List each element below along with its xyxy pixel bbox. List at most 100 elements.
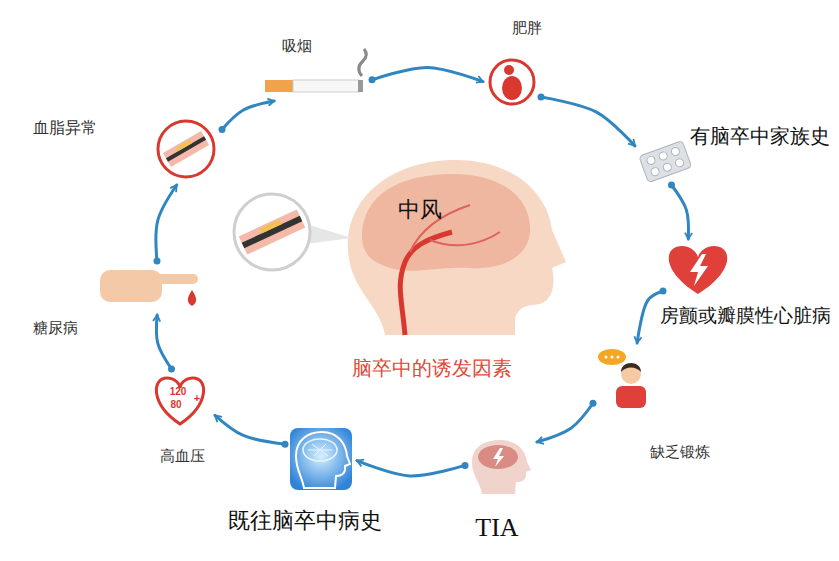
plaque xyxy=(260,220,282,234)
scan-brain xyxy=(303,439,337,461)
cycle-arrow xyxy=(637,291,663,343)
connector-dot xyxy=(369,76,376,83)
plaque xyxy=(176,140,192,151)
cycle-arrow xyxy=(541,97,635,146)
cycle-arrow xyxy=(157,315,172,369)
connector-dot xyxy=(668,182,675,189)
blood-pressure-value: 80 xyxy=(170,399,181,411)
cycle-arrow xyxy=(537,403,593,442)
heart-icon xyxy=(669,246,727,294)
magnifier xyxy=(234,194,310,270)
pill-pack xyxy=(639,141,692,183)
cigarette-icon xyxy=(265,49,366,92)
diagram-title: 脑卒中的诱发因素 xyxy=(352,357,512,380)
vessel-detail xyxy=(163,131,209,167)
scan-head xyxy=(296,432,350,488)
figure-body xyxy=(502,76,522,100)
bubble-dot xyxy=(617,356,620,359)
pill xyxy=(646,155,656,165)
heart xyxy=(669,246,727,294)
blood-pressure-icon xyxy=(156,378,203,424)
factor-label: 有脑卒中家族史 xyxy=(690,125,830,148)
tia-head xyxy=(472,440,531,494)
person-body xyxy=(616,386,646,408)
factor-node: 房颤或瓣膜性心脏病 xyxy=(668,244,728,296)
factor-label: 血脂异常 xyxy=(33,119,97,137)
artery xyxy=(400,232,452,335)
vessel-detail xyxy=(239,209,305,254)
callout-pointer xyxy=(306,224,352,244)
vessel-wall xyxy=(239,209,305,254)
bp-heart xyxy=(156,378,203,424)
cigarette-filter xyxy=(265,80,293,92)
person-head xyxy=(621,364,641,384)
factor-node: 有脑卒中家族史 xyxy=(640,142,688,180)
tia-brain xyxy=(478,445,518,469)
pill-pack-icon xyxy=(639,141,692,183)
factor-label: 糖尿病 xyxy=(33,319,78,336)
figure-head xyxy=(504,65,514,75)
blood-drop xyxy=(188,290,196,306)
brain-scan-icon xyxy=(290,428,352,490)
factor-label: 房颤或瓣膜性心脏病 xyxy=(660,305,831,327)
brain xyxy=(362,174,530,271)
factor-label: 缺乏锻炼 xyxy=(650,443,710,460)
connector-dot xyxy=(219,126,226,133)
vessel-lumen xyxy=(242,216,303,248)
connector-dot xyxy=(538,94,545,101)
connector-dot xyxy=(153,258,160,265)
vessel-wall xyxy=(163,131,209,167)
vessel-lumen xyxy=(166,136,206,161)
blood-pressure-value: + xyxy=(194,392,200,405)
factor-node: 血脂异常 xyxy=(155,118,217,180)
factor-label: 吸烟 xyxy=(282,37,312,54)
factor-node: 既往脑卒中病史 xyxy=(290,428,352,490)
factor-node: 缺乏锻炼 xyxy=(598,348,658,410)
connector-dot xyxy=(660,288,667,295)
head-silhouette xyxy=(348,160,566,335)
bubble-dot xyxy=(611,356,614,359)
pill xyxy=(658,151,668,161)
cigarette-body xyxy=(293,80,359,92)
scan-glow xyxy=(290,428,352,490)
cycle-arrow xyxy=(215,415,285,444)
cycle-arrow xyxy=(222,101,274,129)
head-illustration xyxy=(234,160,566,335)
pill xyxy=(662,162,672,172)
pill xyxy=(670,146,680,156)
bubble-dot xyxy=(605,356,608,359)
icon-ring xyxy=(158,121,214,177)
connector-dot xyxy=(282,441,289,448)
cycle-arrow xyxy=(156,185,177,261)
factor-node: TIA xyxy=(470,438,532,496)
person-hair xyxy=(621,363,641,372)
factor-label: TIA xyxy=(475,513,518,543)
connector-dot xyxy=(590,400,597,407)
pill xyxy=(650,167,660,177)
factor-node: 肥胖 xyxy=(488,58,536,106)
factor-label: 既往脑卒中病史 xyxy=(228,508,382,533)
factor-node: 吸烟 xyxy=(262,62,367,96)
connector-dot xyxy=(462,462,469,469)
tia-head-icon xyxy=(472,440,531,494)
cycle-arrow xyxy=(357,461,465,476)
cycle-arrow xyxy=(372,67,483,81)
factor-label: 高血压 xyxy=(160,447,205,464)
tia-lightning xyxy=(493,448,504,467)
palm xyxy=(100,270,162,302)
scan-lines xyxy=(308,444,332,456)
connector-dot xyxy=(168,366,175,373)
finger-prick-icon xyxy=(100,270,198,306)
factor-node: 糖尿病 xyxy=(100,266,200,310)
person-icon xyxy=(598,349,646,408)
cigarette-ash xyxy=(358,80,363,92)
lightning xyxy=(690,254,708,286)
blood-pressure-value: 120 xyxy=(170,386,187,398)
obesity-icon xyxy=(490,60,534,104)
smoke xyxy=(359,49,367,76)
stroke-label: 中风 xyxy=(398,197,442,222)
